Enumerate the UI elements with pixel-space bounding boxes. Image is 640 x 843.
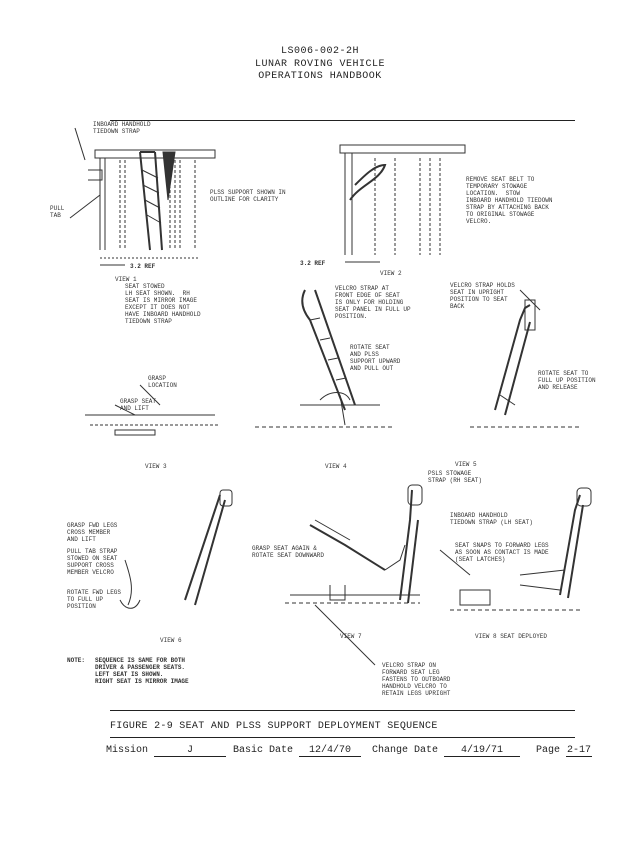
label-ref-left: 3.2 REF	[130, 263, 156, 270]
view6-label: VIEW 6	[160, 637, 182, 644]
label-grasp-fwd-legs: GRASP FWD LEGS CROSS MEMBER AND LIFT	[67, 522, 118, 543]
label-velcro-forward-leg: VELCRO STRAP ON FORWARD SEAT LEG FASTENS…	[382, 662, 451, 697]
view4-drawing	[255, 289, 395, 428]
view4-label: VIEW 4	[325, 463, 347, 470]
figure-caption: FIGURE 2-9 SEAT AND PLSS SUPPORT DEPLOYM…	[110, 721, 438, 732]
note-text: SEQUENCE IS SAME FOR BOTH DRIVER & PASSE…	[95, 657, 189, 685]
page-label: Page	[536, 745, 561, 756]
top-rule	[110, 120, 575, 121]
label-grasp-seat-again: GRASP SEAT AGAIN & ROTATE SEAT DOWNWARD	[252, 545, 325, 559]
label-grasp-seat-lift: GRASP SEAT AND LIFT	[120, 398, 157, 412]
view7-label: VIEW 7	[340, 633, 362, 640]
footer-page: Page 2-17	[536, 745, 593, 757]
basic-date-value: 12/4/70	[299, 745, 362, 757]
document-number: LS006-002-2H	[280, 46, 359, 57]
view5-drawing	[470, 299, 580, 428]
view1-drawing	[69, 127, 216, 266]
label-grasp-location: GRASP LOCATION	[148, 375, 177, 389]
view7-drawing	[285, 519, 420, 604]
label-rotate-fwd-legs: ROTATE FWD LEGS TO FULL UP POSITION	[67, 589, 122, 610]
view1-label: VIEW 1	[115, 276, 137, 283]
label-pull-tab-strap: PULL TAB STRAP STOWED ON SEAT SUPPORT CR…	[67, 548, 118, 576]
view5b-drawing	[399, 484, 423, 604]
footer-rule	[110, 737, 575, 738]
label-velcro-front-edge: VELCRO STRAP AT FRONT EDGE OF SEAT IS ON…	[335, 285, 411, 320]
page-value: 2-17	[566, 745, 593, 757]
label-remove-seat-belt: REMOVE SEAT BELT TO TEMPORARY STOWAGE LO…	[466, 176, 553, 225]
label-inboard-handhold-lh: INBOARD HANDHOLD TIEDOWN STRAP (LH SEAT)	[450, 512, 533, 526]
label-seat-snaps: SEAT SNAPS TO FORWARD LEGS AS SOON AS CO…	[455, 542, 549, 563]
change-date-value: 4/19/71	[444, 745, 521, 757]
view6-drawing	[119, 489, 233, 609]
footer-change-date: Change Date 4/19/71	[372, 745, 521, 757]
document-title-line1: LUNAR ROVING VEHICLE	[254, 59, 386, 70]
view3-drawing	[85, 384, 220, 436]
label-velcro-holds: VELCRO STRAP HOLDS SEAT IN UPRIGHT POSIT…	[450, 282, 515, 310]
footer-mission: Mission J	[106, 745, 227, 757]
footer-basic-date: Basic Date 12/4/70	[233, 745, 362, 757]
view8-drawing	[450, 487, 592, 611]
change-date-label: Change Date	[372, 745, 439, 756]
mission-label: Mission	[106, 745, 149, 756]
mission-value: J	[154, 745, 227, 757]
label-inboard-handhold-strap: INBOARD HANDHOLD TIEDOWN STRAP	[93, 121, 151, 135]
document-title-line2: OPERATIONS HANDBOOK	[258, 71, 382, 82]
basic-date-label: Basic Date	[233, 745, 294, 756]
label-ref-right: 3.2 REF	[300, 260, 326, 267]
label-rotate-full-up: ROTATE SEAT TO FULL UP POSITION AND RELE…	[538, 370, 596, 391]
view2-label: VIEW 2	[380, 270, 402, 277]
view5-label: VIEW 5	[455, 461, 477, 468]
label-plss-outline: PLSS SUPPORT SHOWN IN OUTLINE FOR CLARIT…	[210, 189, 286, 203]
view3-label: VIEW 3	[145, 463, 167, 470]
note-label: NOTE:	[67, 657, 86, 664]
view2-drawing	[339, 144, 466, 263]
view1-caption: SEAT STOWED LH SEAT SHOWN. RH SEAT IS MI…	[125, 283, 201, 325]
label-psls-stowage: PSLS STOWAGE STRAP (RH SEAT)	[428, 470, 483, 484]
label-pull-tab: PULL TAB	[50, 205, 65, 219]
label-rotate-seat-plss: ROTATE SEAT AND PLSS SUPPORT UPWARD AND …	[350, 344, 401, 372]
view8-label: VIEW 8 SEAT DEPLOYED	[475, 633, 548, 640]
leader-lines	[314, 289, 541, 666]
caption-rule	[110, 710, 575, 711]
